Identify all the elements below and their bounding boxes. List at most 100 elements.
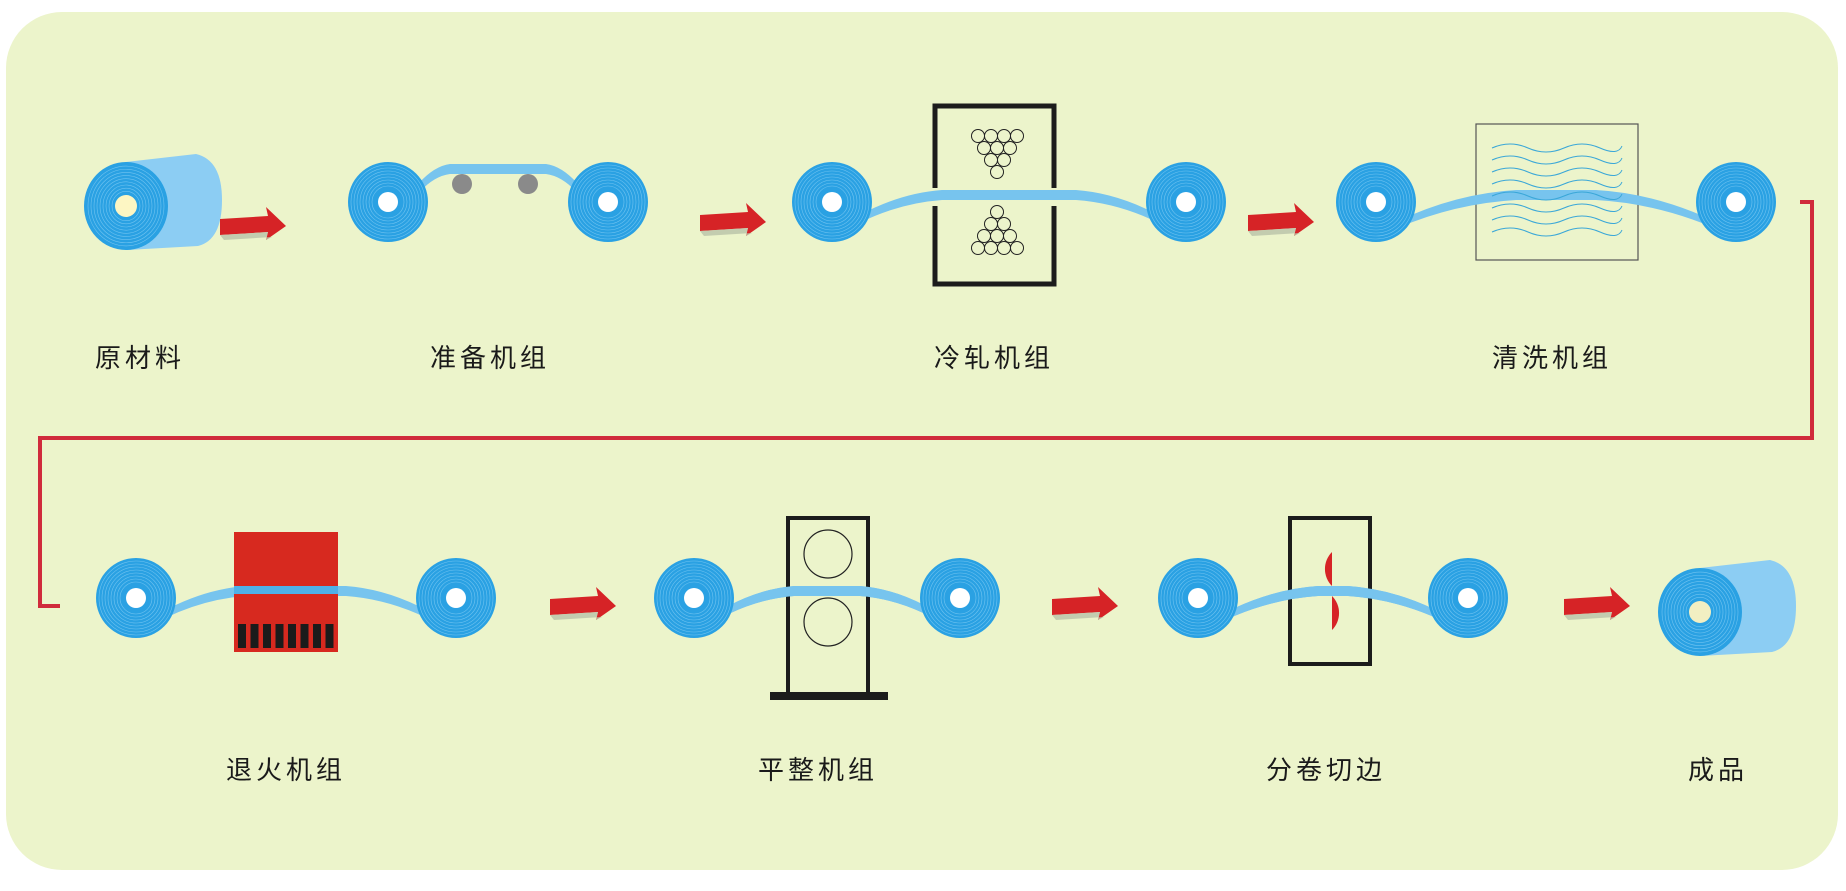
coil-ring xyxy=(110,572,162,624)
coil-ring xyxy=(365,179,411,225)
coil-ring xyxy=(1679,590,1721,634)
work-roll-icon xyxy=(997,241,1011,255)
coil-icon-cold-rolling-in xyxy=(792,162,872,242)
flow-arrow-icon-4 xyxy=(550,587,616,620)
coil-ring xyxy=(87,165,165,247)
work-roll-icon xyxy=(990,205,1004,219)
coil-ring xyxy=(1667,578,1733,646)
coil-ring xyxy=(1172,572,1224,624)
coil-core xyxy=(115,195,137,217)
coil-core xyxy=(1689,601,1711,623)
work-roll-icon xyxy=(984,217,998,231)
coil-ring xyxy=(1673,584,1727,640)
arrow-shadow xyxy=(700,228,752,236)
coil-ring xyxy=(812,182,852,222)
coil-icon-annealing-in xyxy=(96,558,176,638)
coil-ring xyxy=(1436,566,1500,630)
work-roll-icon xyxy=(971,129,985,143)
coil-ring xyxy=(430,572,482,624)
coil-ring xyxy=(427,569,485,627)
coil-ring xyxy=(90,168,162,244)
coil-ring xyxy=(362,176,414,228)
coil-ring xyxy=(1163,179,1209,225)
coil-ring xyxy=(1356,182,1396,222)
work-roll-icon xyxy=(977,141,991,155)
coil-ring xyxy=(1707,173,1765,231)
annealing-furnace-icon xyxy=(234,532,338,652)
work-roll-icon xyxy=(997,153,1011,167)
work-roll-icon xyxy=(1003,141,1017,155)
coil-icon-cold-rolling-out xyxy=(1146,162,1226,242)
coil-ring xyxy=(1442,572,1494,624)
coil-ring xyxy=(113,575,159,621)
cleaning-tank-icon xyxy=(1475,123,1639,261)
coil-ring xyxy=(424,566,488,630)
strip-band xyxy=(694,586,960,632)
coil-core xyxy=(950,588,970,608)
coil-icon-leveling-out xyxy=(920,558,1000,638)
stage-label-raw-material: 原材料 xyxy=(94,344,186,374)
coil-ring xyxy=(101,563,171,633)
coil-ring xyxy=(656,560,732,636)
work-roll-icon xyxy=(997,217,1011,231)
coil-icon-cleaning-out xyxy=(1696,162,1776,242)
coil-ring xyxy=(105,184,147,228)
coil-ring xyxy=(1169,185,1203,219)
coil-ring xyxy=(1710,176,1762,228)
work-roll-icon xyxy=(990,229,1004,243)
strip-leveling-front xyxy=(694,586,960,632)
coil-ring xyxy=(1353,179,1399,225)
coil-ring xyxy=(588,182,628,222)
coil-ring xyxy=(943,581,977,615)
coil-ring xyxy=(96,175,156,237)
arrow-shape xyxy=(700,203,766,236)
arrow-shape xyxy=(550,587,616,620)
coil-ring xyxy=(350,164,426,240)
coil-ring xyxy=(1338,164,1414,240)
coil-ring xyxy=(1704,170,1768,234)
tank-outline xyxy=(1475,123,1639,261)
arrow-shadow xyxy=(1564,612,1616,620)
coil-ring xyxy=(1451,581,1485,615)
coil-icon-preparation-in xyxy=(348,162,428,242)
work-roll-icon xyxy=(977,229,991,243)
heater-element xyxy=(263,624,271,648)
coil-ring xyxy=(1448,578,1488,618)
coil-ring xyxy=(1359,185,1393,219)
coil-ring xyxy=(1713,179,1759,225)
coil-ring xyxy=(1698,164,1774,240)
wave-line xyxy=(1491,167,1623,177)
heater-element xyxy=(238,624,246,648)
coil-ring xyxy=(1350,176,1402,228)
stage-label-finished-product: 成品 xyxy=(1687,756,1749,786)
flow-arrow-icon-5 xyxy=(1052,587,1118,620)
wave-line xyxy=(1491,143,1623,153)
coil-ring xyxy=(665,569,723,627)
wave-line xyxy=(1491,179,1623,189)
coil-ring xyxy=(1166,182,1206,222)
work-roll-icon xyxy=(1003,229,1017,243)
coil-core xyxy=(684,588,704,608)
coil-ring xyxy=(116,578,156,618)
coil-ring xyxy=(356,170,420,234)
coil-ring xyxy=(439,581,473,615)
work-roll-icon xyxy=(997,129,1011,143)
stage-label-preparation: 准备机组 xyxy=(429,344,551,374)
coil-ring xyxy=(1670,581,1730,643)
coil-ring xyxy=(119,581,153,615)
coil-ring xyxy=(797,167,867,237)
work-roll-icon xyxy=(990,165,1004,179)
coil-ring xyxy=(421,563,491,633)
coil-ring xyxy=(111,191,141,222)
coil-ring xyxy=(1716,182,1756,222)
mill-frame-bottom xyxy=(932,206,1057,287)
coil-ring xyxy=(794,164,870,240)
coil-ring xyxy=(93,172,159,240)
coil-ring xyxy=(579,173,637,231)
strip-band xyxy=(1376,190,1736,236)
leveler-base xyxy=(770,692,888,700)
heater-element xyxy=(325,624,334,648)
coil-ring xyxy=(674,578,714,618)
